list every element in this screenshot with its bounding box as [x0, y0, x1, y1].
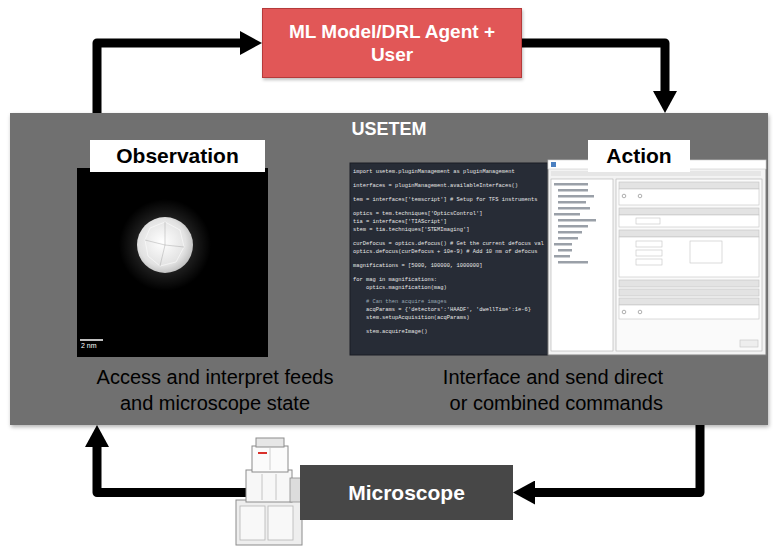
shade-line — [262, 474, 263, 500]
column-cap — [256, 438, 284, 447]
code-line: magnifications = [5000, 100000, 1000000] — [353, 262, 548, 270]
gui-screenshot — [548, 160, 766, 355]
code-line: stem.acquireImage() — [353, 328, 548, 336]
flow-arrow — [97, 43, 240, 113]
scale-bar-label: 2 nm — [81, 342, 97, 350]
description-text: Access and interpret feeds and microscop… — [90, 364, 340, 416]
code-line: stem.setupAcquisition(acqParams) — [353, 314, 548, 322]
code-line: curDefocus = optics.defocus() # Get the … — [353, 240, 548, 248]
code-line: interfaces = pluginManagement.availableI… — [353, 182, 548, 190]
node-label: USETEM — [10, 118, 768, 140]
micrograph — [77, 168, 268, 357]
scale-bar — [80, 339, 103, 341]
microscope-column-upper — [252, 446, 288, 472]
gui-tree-pane — [551, 179, 613, 351]
nanoparticle — [137, 217, 193, 273]
code-line: acqParams = {'detectors':'HAADF', 'dwell… — [353, 306, 548, 314]
panel-art-group — [77, 160, 766, 357]
particle-glow — [119, 199, 211, 291]
microscope-cabinet — [236, 500, 302, 545]
particle-facets — [145, 222, 184, 266]
shade-line — [276, 474, 277, 500]
microscope-figure — [236, 438, 302, 545]
shade-line — [270, 448, 271, 470]
node-label: Action — [606, 144, 671, 168]
node-label: ML Model/DRL Agent + User — [279, 20, 505, 66]
gui-icon — [551, 162, 556, 167]
code-listing: import usetem.pluginManagement as plugin… — [350, 163, 548, 355]
flow-arrow — [522, 43, 665, 91]
code-line: optics.defocus(curDefocus + 10e-9) # Add… — [353, 248, 548, 256]
code-line: tia = interfaces['TIAScript'] — [353, 218, 548, 226]
code-line: for mag in magnifications: — [353, 276, 548, 284]
stage-tab: Observation — [90, 140, 265, 172]
brand-accent — [258, 452, 267, 454]
code-line: import usetem.pluginManagement as plugin… — [353, 168, 548, 176]
instrument-box: Microscope — [300, 465, 513, 520]
stage-tab: Action — [588, 140, 690, 172]
microscope-column-lower — [246, 470, 292, 502]
code-line: optics = tem.techniques['OpticsControl'] — [353, 210, 548, 218]
cabinet-door — [240, 506, 265, 540]
description-text: Interface and send direct or combined co… — [431, 364, 663, 416]
flow-arrow — [535, 425, 700, 493]
gui-form-pane — [616, 179, 762, 351]
gui-form-groups — [619, 182, 759, 347]
code-line: # Can then acquire images — [353, 298, 548, 306]
code-screenshot — [350, 163, 548, 355]
agent-box: ML Model/DRL Agent + User — [262, 8, 522, 78]
node-label: Microscope — [348, 481, 465, 505]
particle-facets — [145, 222, 184, 266]
code-line: tem = interfaces['temscript'] # Setup fo… — [353, 196, 548, 204]
node-label: Observation — [116, 144, 239, 168]
cabinet-door — [268, 506, 293, 540]
gui-window — [548, 160, 766, 355]
code-line: optics.magnification(mag) — [353, 284, 548, 292]
gui-radio-buttons — [622, 194, 642, 314]
code-line: stem = tia.techniques['STEMImaging'] — [353, 226, 548, 234]
gui-tree-items — [554, 183, 596, 264]
